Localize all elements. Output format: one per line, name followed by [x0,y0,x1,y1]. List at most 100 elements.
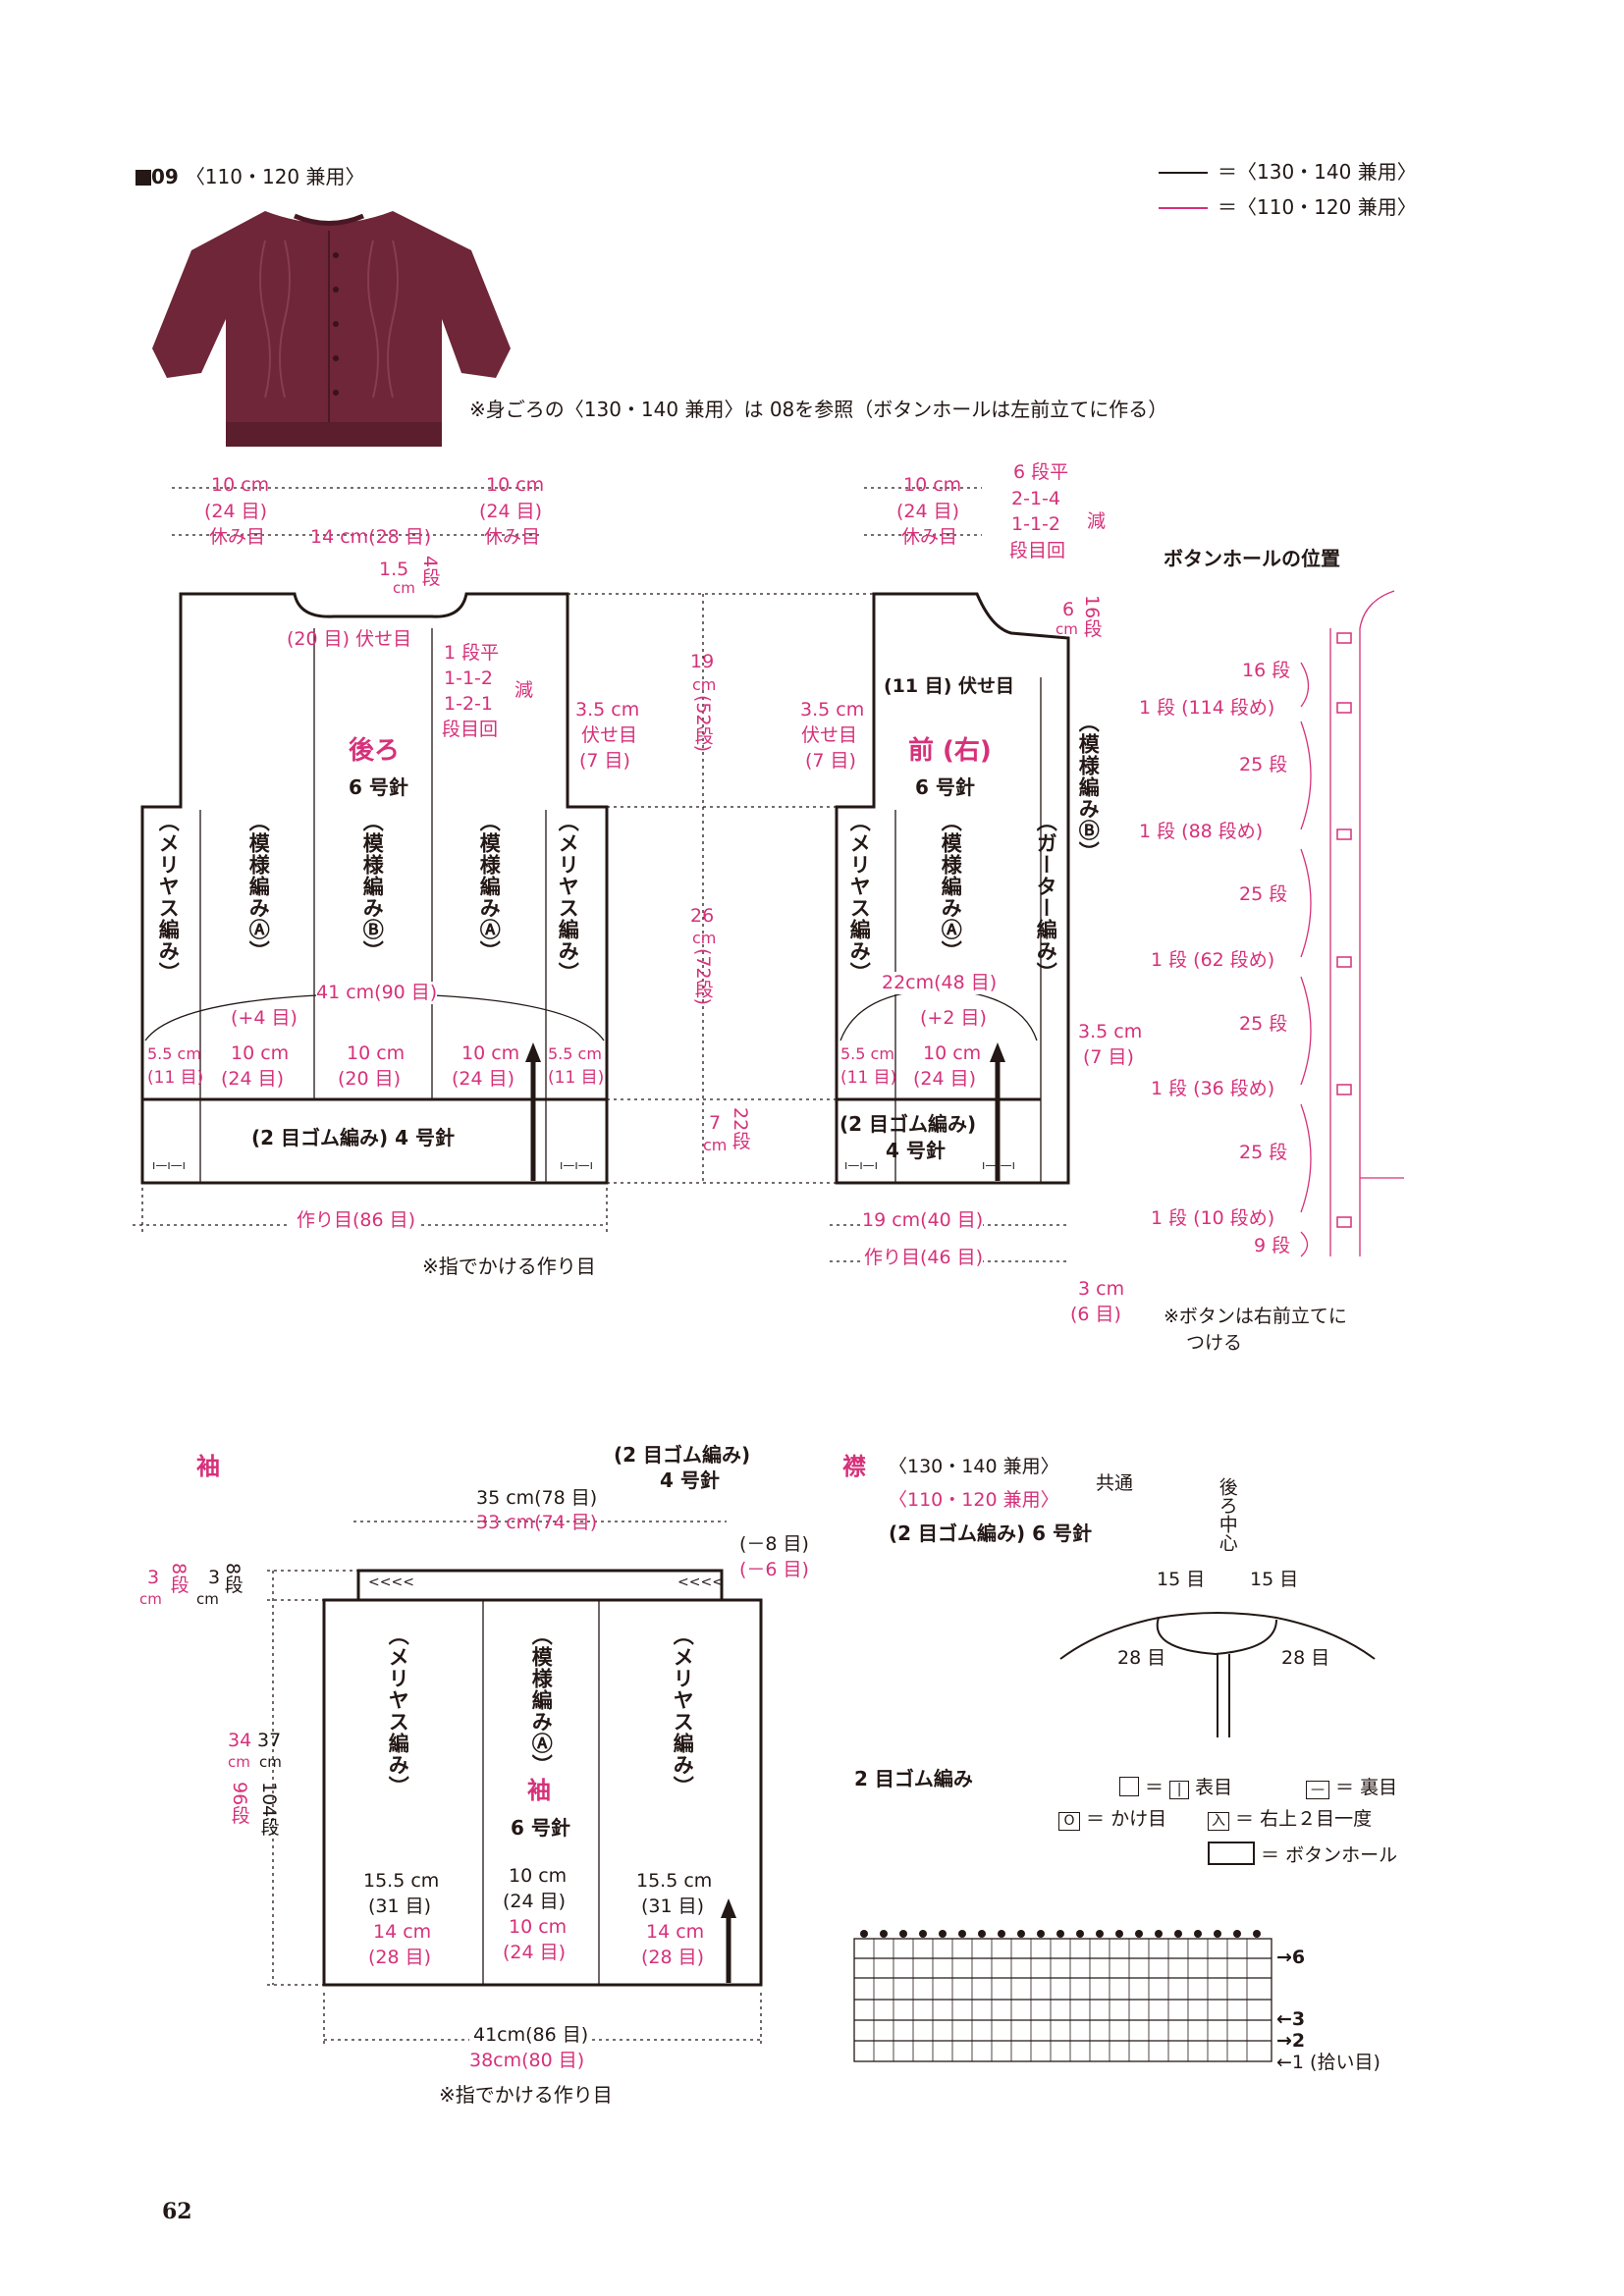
front-band-st: (7 目) [1083,1046,1134,1068]
back-cast-on-note: ※指でかける作り目 [422,1255,596,1278]
back-armhole-note: 伏せ目 [581,724,638,746]
sleeve-s1-black-cm: 15.5 cm [363,1870,440,1892]
sleeve-s1-pink-st: (28 目) [368,1947,432,1968]
knit-equals: ＝ [1145,1777,1164,1798]
back-seg-5-st: (11 目) [548,1068,605,1088]
back-col-4: （模様編みⒶ） [477,811,502,962]
sleeve-col-2: （模様編みⒶ） [529,1625,554,1776]
front-title: 前 (右) [908,736,992,766]
sleeve-name: 袖 [527,1777,551,1804]
buttonhole-r11: 9 段 [1254,1235,1291,1256]
front-ribbing-1: (2 目ゴム編み) [839,1112,977,1136]
collar-left-top: 15 目 [1157,1569,1206,1590]
front-shoulder-cm: 10 cm [903,474,962,496]
buttonhole-r5: 25 段 [1239,883,1288,905]
front-armhole-st: (7 目) [805,750,856,772]
buttonhole-r1: 16 段 [1242,660,1291,681]
front-placket-cm: 3 cm [1078,1278,1125,1300]
sleeve-s1-pink-cm: 14 cm [373,1921,432,1943]
collar-size-1: 〈130・140 兼用〉 [889,1456,1059,1477]
yarn-over-icon: O [1058,1812,1080,1831]
sleeve-cuff-pink-rows: 8段 [167,1563,189,1594]
sleeve-len-black-cm: 37 [257,1730,282,1751]
back-seg-3-st: (20 目) [338,1068,402,1090]
back-neck-depth-rows: 4段 [418,556,441,587]
buttonhole-key-label: ＝ ボタンホール [1261,1844,1398,1866]
back-dec-4: 段目回 [442,719,499,740]
collar-title: 襟 [842,1453,866,1480]
back-shoulder-left-note: 休み目 [209,526,266,548]
sleeve-bottom-pink: 38cm(80 目) [469,2050,585,2071]
front-shoulder-note: 休み目 [901,526,958,548]
buttonhole-r2: 1 段 (114 段め) [1139,697,1275,719]
sleeve-cuff-black-unit: cm [196,1590,219,1608]
sleeve-cuff-black-cm: 3 [208,1567,221,1588]
back-increase: (+4 目) [231,1007,298,1029]
sleeve-col-1: （メリヤス編み） [386,1625,410,1797]
buttonhole-r4: 1 段 (88 段め) [1139,821,1264,842]
buttonhole-title: ボタンホールの位置 [1164,547,1340,570]
pattern-size-range: 〈110・120 兼用〉 [185,165,365,188]
front-armhole-cm: 3.5 cm [800,699,865,721]
height-3-cm: 7 [709,1112,722,1134]
sleeve-rib-title-1: (2 目ゴム編み) [614,1443,751,1467]
back-rib-mark-right: ı—ı—ı [560,1158,594,1172]
chart-key-3: O ＝ かけ目 [1058,1808,1166,1831]
front-ribbing-2: 4 号針 [886,1139,946,1162]
back-shoulder-right-cm: 10 cm [486,474,545,496]
front-seg-1-cm: 5.5 cm [840,1044,894,1063]
height-2-unit: cm [692,929,717,947]
front-dec-4: 段目回 [1009,540,1066,561]
collar-common: 共通 [1096,1472,1134,1494]
front-bottom-width: 19 cm(40 目) [862,1209,984,1232]
sleeve-dec-mark-right: <<<< [677,1575,724,1590]
back-seg-1-st: (11 目) [147,1068,204,1088]
back-shoulder-right-st: (24 目) [479,501,543,522]
sleeve-len-black-rows: 104段 [257,1782,280,1837]
collar-right-side: 28 目 [1281,1647,1330,1669]
sleeve-s3-pink-cm: 14 cm [646,1921,705,1943]
legend-black: ＝〈130・140 兼用〉 [1218,160,1417,184]
yarn-over-label: ＝ かけ目 [1086,1808,1167,1830]
collar-left-side: 28 目 [1117,1647,1166,1669]
back-col-5: （メリヤス編み） [556,811,580,984]
back-col-1: （メリヤス編み） [156,811,181,984]
back-seg-5-cm: 5.5 cm [548,1044,602,1063]
buttonhole-r9: 25 段 [1239,1142,1288,1163]
front-neck-cm: 6 [1062,599,1075,620]
back-seg-4-st: (24 目) [452,1068,515,1090]
back-shoulder-left-st: (24 目) [204,501,268,522]
chart-key-2: — ＝ 裏目 [1306,1777,1397,1799]
sleeve-s2-black-cm: 10 cm [509,1865,568,1887]
sleeve-s2-pink-cm: 10 cm [509,1916,568,1938]
chart-key-5: ＝ ボタンホール [1208,1842,1397,1867]
back-ribbing: (2 目ゴム編み) 4 号針 [251,1126,456,1149]
knit-symbol-icon: | [1169,1781,1190,1799]
collar-ribbing: (2 目ゴム編み) 6 号針 [889,1522,1093,1545]
sleeve-col-3: （メリヤス編み） [671,1625,695,1797]
back-dec-label: 減 [514,679,534,701]
back-shoulder-right-note: 休み目 [484,526,541,548]
sleeve-bottom-black: 41cm(86 目) [469,2024,593,2047]
front-seg-2-st: (24 目) [913,1068,977,1090]
sleeve-len-pink-cm: 34 [228,1730,252,1751]
front-neck-rows: 16段 [1080,595,1103,638]
front-col-1: （メリヤス編み） [847,811,872,984]
collar-right-top: 15 目 [1250,1569,1299,1590]
back-needle: 6 号針 [349,775,408,799]
front-needle: 6 号針 [915,775,975,799]
front-increase: (+2 目) [920,1007,987,1029]
front-dec-1: 6 段平 [1013,461,1069,483]
back-title: 後ろ [349,736,401,766]
pattern-number: 09 [151,165,179,188]
front-placket-st: (6 目) [1070,1304,1121,1325]
chart-row-2: →2 [1276,2030,1306,2052]
purl-symbol-icon: — [1306,1781,1329,1799]
collar-size-2: 〈110・120 兼用〉 [889,1489,1059,1511]
front-rib-mark-right: ı—ı—ı [982,1158,1016,1172]
buttonhole-note-2: つける [1186,1332,1243,1354]
front-dec-label: 減 [1087,510,1107,532]
back-rib-mark-left: ı—ı—ı [152,1158,187,1172]
k2tog-icon: 入 [1208,1812,1229,1831]
front-col-3: （ガーター編み） [1034,811,1058,984]
